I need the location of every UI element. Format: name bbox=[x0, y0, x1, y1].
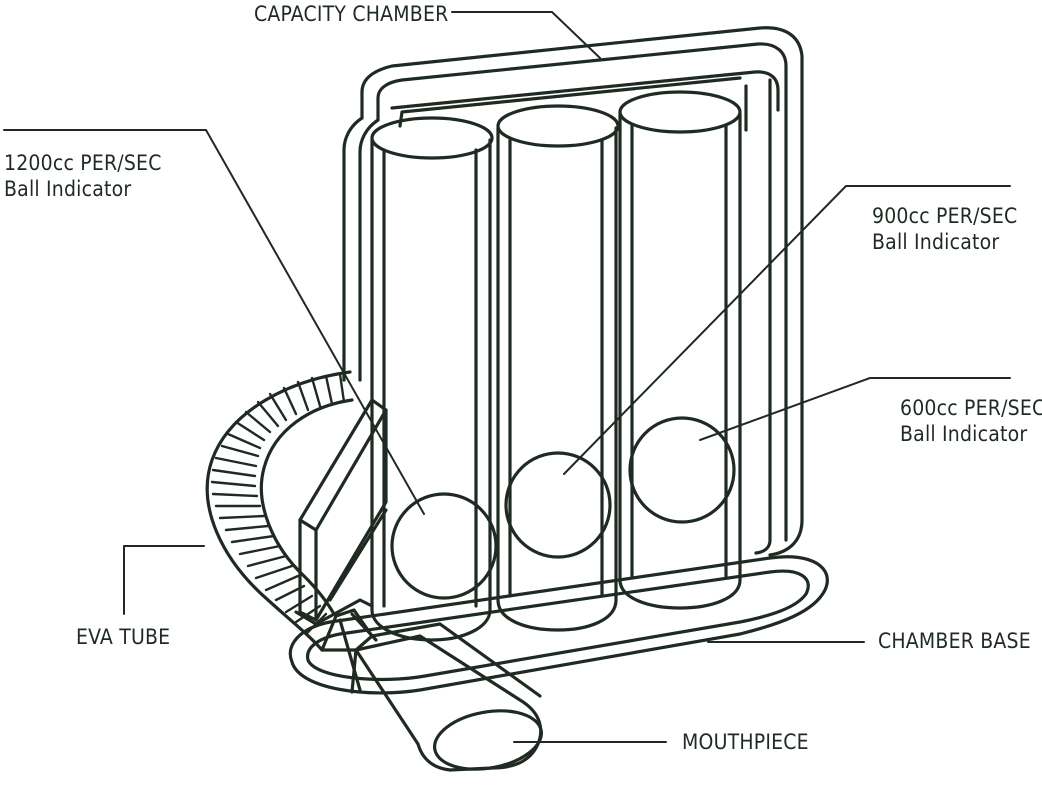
ball-900 bbox=[504, 451, 612, 559]
leader-eva-tube bbox=[123, 545, 205, 615]
label-ball-900: 900cc PER/SEC Ball Indicator bbox=[872, 204, 1018, 254]
ball-600 bbox=[628, 416, 736, 524]
tube-connector-bracket bbox=[294, 398, 388, 626]
label-mouthpiece: MOUTHPIECE bbox=[682, 730, 809, 754]
cylinder-600 bbox=[618, 90, 742, 610]
cylinder-900 bbox=[496, 104, 620, 632]
eva-tube bbox=[205, 370, 354, 652]
ball-1200 bbox=[390, 492, 498, 600]
label-capacity-chamber: CAPACITY CHAMBER bbox=[254, 2, 449, 26]
cylinder-1200 bbox=[370, 116, 494, 642]
leader-900 bbox=[563, 185, 1011, 475]
label-eva-tube: EVA TUBE bbox=[76, 625, 171, 649]
leader-lines bbox=[3, 11, 1011, 743]
leader-1200 bbox=[3, 129, 425, 515]
leader-600 bbox=[699, 377, 1011, 441]
leader-capacity-chamber bbox=[451, 11, 601, 59]
mouthpiece bbox=[320, 608, 544, 772]
label-chamber-base: CHAMBER BASE bbox=[878, 629, 1031, 653]
label-ball-1200: 1200cc PER/SEC Ball Indicator bbox=[4, 151, 162, 201]
chamber-base bbox=[288, 555, 829, 695]
label-ball-600: 600cc PER/SEC Ball Indicator bbox=[900, 396, 1042, 446]
